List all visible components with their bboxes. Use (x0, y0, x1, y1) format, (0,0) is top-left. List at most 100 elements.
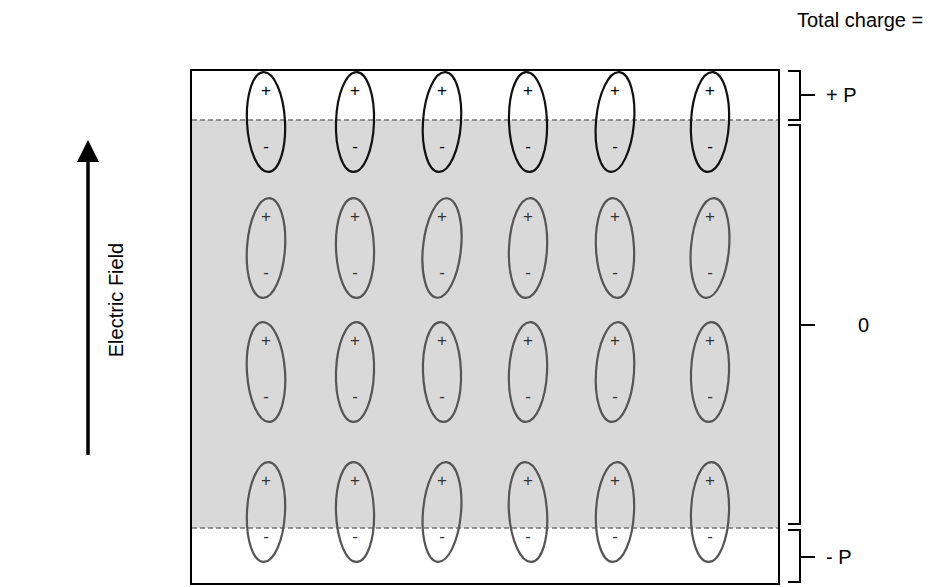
ellipse-shape (689, 461, 730, 562)
dipole-ellipse: +- (688, 70, 732, 174)
charge-sign: + (261, 472, 271, 490)
charge-sign: - (525, 388, 531, 406)
charge-sign: + (350, 472, 360, 490)
ellipse-shape (593, 197, 636, 299)
charge-sign: + (350, 208, 360, 226)
charge-label: - P (826, 545, 852, 569)
ellipse-shape (244, 461, 287, 563)
dipole-ellipse: +- (420, 460, 464, 564)
charge-sign: + (350, 82, 360, 100)
charge-sign: - (263, 528, 269, 546)
dipole-ellipse: +- (506, 70, 550, 174)
dashed-boundary (192, 527, 778, 529)
charge-sign: - (707, 264, 713, 282)
charge-sign: + (610, 332, 620, 350)
charge-sign: + (610, 472, 620, 490)
ellipse-shape (419, 461, 466, 564)
charge-sign: - (352, 528, 358, 546)
charge-sign: - (612, 138, 618, 156)
dipole-ellipse: +- (333, 460, 377, 564)
ellipse-shape (334, 461, 375, 562)
dipole-ellipse: +- (244, 320, 288, 424)
charge-sign: - (263, 264, 269, 282)
charge-sign: - (352, 138, 358, 156)
charge-sign: + (523, 472, 533, 490)
charge-sign: - (525, 138, 531, 156)
dipole-ellipse: +- (688, 460, 732, 564)
ellipse-shape (334, 71, 375, 172)
ellipse-shape (593, 321, 638, 423)
ellipse-shape (688, 71, 731, 173)
charge-sign: + (261, 208, 271, 226)
charge-sign: + (350, 332, 360, 350)
charge-label: + P (826, 83, 857, 107)
charge-label: 0 (858, 313, 869, 337)
ellipse-shape (420, 71, 465, 173)
dipole-ellipse: +- (593, 70, 637, 174)
charge-sign: + (523, 332, 533, 350)
dipole-ellipse: +- (333, 70, 377, 174)
charge-sign: - (707, 138, 713, 156)
dipole-ellipse: +- (420, 320, 464, 424)
charge-sign: - (352, 264, 358, 282)
dipole-ellipse: +- (688, 320, 732, 424)
charge-sign: - (707, 388, 713, 406)
dipole-ellipse: +- (593, 196, 637, 300)
ellipse-shape (507, 71, 548, 172)
ellipse-shape (689, 321, 730, 422)
charge-sign: - (612, 264, 618, 282)
charge-sign: + (705, 332, 715, 350)
ellipse-shape (687, 197, 734, 300)
charge-sign: - (439, 138, 445, 156)
dipole-ellipse: +- (593, 460, 637, 564)
charge-sign: + (437, 332, 447, 350)
charge-sign: + (705, 472, 715, 490)
ellipse-shape (506, 321, 549, 423)
ellipse-shape (334, 197, 375, 298)
charge-sign: - (263, 138, 269, 156)
dipole-ellipse: +- (244, 460, 288, 564)
heading-label: Total charge = (797, 8, 923, 32)
charge-sign: - (439, 388, 445, 406)
charge-sign: + (437, 472, 447, 490)
bulk-region (192, 120, 778, 528)
charge-sign: - (352, 388, 358, 406)
ellipse-shape (506, 197, 549, 299)
charge-sign: + (261, 332, 271, 350)
dipole-ellipse: +- (688, 196, 732, 300)
bracket (788, 71, 815, 120)
dipole-ellipse: +- (593, 320, 637, 424)
charge-sign: + (437, 82, 447, 100)
charge-sign: - (612, 388, 618, 406)
ellipse-shape (244, 197, 289, 299)
dipole-ellipse: +- (244, 196, 288, 300)
dipole-ellipse: +- (333, 196, 377, 300)
dipole-ellipse: +- (506, 320, 550, 424)
ellipse-shape (244, 321, 289, 423)
ellipse-shape (334, 321, 375, 422)
charge-sign: + (705, 82, 715, 100)
dipole-ellipse: +- (333, 320, 377, 424)
bracket (788, 125, 815, 524)
charge-sign: - (439, 264, 445, 282)
bracket (788, 530, 815, 582)
charge-sign: + (610, 208, 620, 226)
charge-sign: - (439, 528, 445, 546)
charge-sign: - (525, 264, 531, 282)
dipole-ellipse: +- (420, 196, 464, 300)
charge-sign: - (263, 388, 269, 406)
ellipse-shape (593, 461, 636, 563)
charge-sign: + (437, 208, 447, 226)
dipole-ellipse: +- (506, 460, 550, 564)
charge-sign: - (612, 528, 618, 546)
charge-sign: + (705, 208, 715, 226)
arrow-head (77, 140, 99, 162)
charge-sign: + (610, 82, 620, 100)
charge-sign: + (523, 82, 533, 100)
dipole-ellipse: +- (244, 70, 288, 174)
charge-sign: + (523, 208, 533, 226)
dipole-ellipse: +- (420, 70, 464, 174)
charge-sign: - (707, 528, 713, 546)
